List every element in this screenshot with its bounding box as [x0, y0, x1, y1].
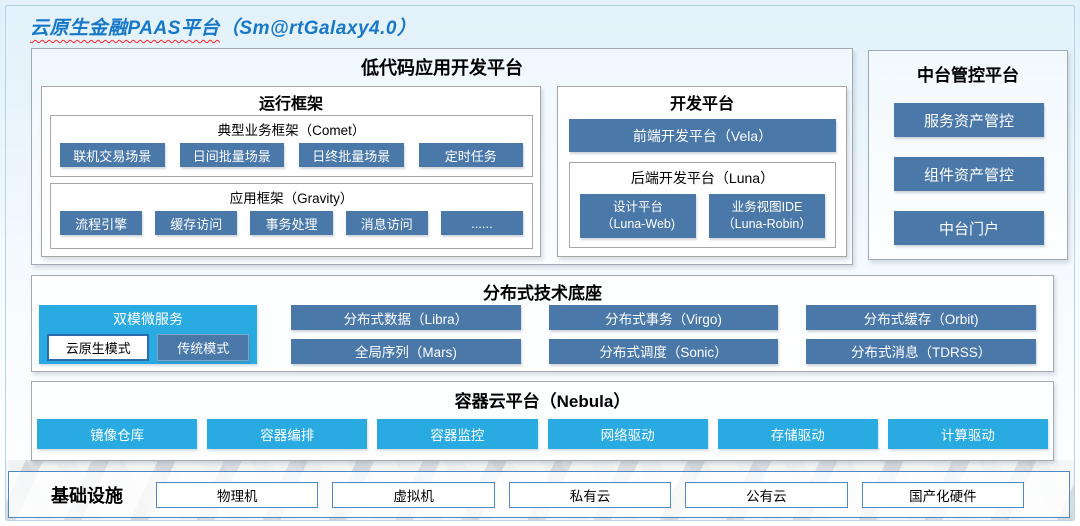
distributed-base-box: 分布式技术底座 双模微服务 云原生模式 传统模式 分布式数据（Libra） 分布… — [31, 275, 1054, 372]
node-cloud-native-mode: 云原生模式 — [47, 334, 150, 361]
luna-items-row: 设计平台 （Luna-Web) 业务视图IDE （Luna-Robin） — [580, 194, 825, 238]
luna-web-line2: （Luna-Web) — [600, 217, 676, 231]
page-title-main: 云原生金融PAAS平台 — [30, 18, 220, 39]
luna-robin-line2: （Luna-Robin） — [722, 217, 812, 231]
runtime-framework-box: 运行框架 典型业务框架（Comet） 联机交易场景 日间批量场景 日终批量场景 … — [41, 86, 541, 257]
nebula-platform-box: 容器云平台（Nebula） 镜像仓库 容器编排 容器监控 网络驱动 存储驱动 计… — [31, 381, 1054, 461]
nebula-items-row: 镜像仓库 容器编排 容器监控 网络驱动 存储驱动 计算驱动 — [37, 419, 1049, 449]
node-cache-access: 缓存访问 — [155, 211, 238, 235]
node-compute-driver: 计算驱动 — [887, 419, 1049, 449]
node-virtual-machine: 虚拟机 — [332, 481, 495, 508]
node-distributed-cache-orbit: 分布式缓存（Orbit) — [806, 305, 1036, 330]
node-physical-machine: 物理机 — [156, 481, 319, 508]
distributed-items-grid: 分布式数据（Libra） 分布式事务（Virgo) 分布式缓存（Orbit) 全… — [291, 305, 1036, 364]
lowcode-platform-box: 低代码应用开发平台 运行框架 典型业务框架（Comet） 联机交易场景 日间批量… — [31, 48, 853, 265]
node-domestic-hardware: 国产化硬件 — [861, 481, 1025, 508]
dual-mode-microservice-box: 双模微服务 云原生模式 传统模式 — [39, 305, 257, 364]
dev-platform-title: 开发平台 — [669, 96, 734, 113]
node-container-monitoring: 容器监控 — [377, 419, 538, 449]
node-container-orchestration: 容器编排 — [207, 419, 368, 449]
node-scheduled-task: 定时任务 — [418, 143, 523, 167]
node-vela-frontend-platform: 前端开发平台（Vela） — [569, 119, 836, 152]
node-daytime-batch: 日间批量场景 — [179, 143, 284, 167]
node-luna-robin-business-view-ide: 业务视图IDE （Luna-Robin） — [709, 194, 825, 238]
node-component-asset-management: 组件资产管控 — [894, 157, 1044, 191]
node-ellipsis: ...... — [440, 211, 524, 235]
node-global-sequence-mars: 全局序列（Mars) — [291, 338, 521, 364]
node-private-cloud: 私有云 — [508, 481, 672, 508]
comet-items-row: 联机交易场景 日间批量场景 日终批量场景 定时任务 — [60, 143, 523, 167]
node-distributed-transaction-virgo: 分布式事务（Virgo) — [548, 305, 779, 330]
luna-robin-line1: 业务视图IDE — [731, 200, 803, 215]
node-distributed-data-libra: 分布式数据（Libra） — [291, 305, 521, 330]
node-image-registry: 镜像仓库 — [37, 419, 198, 449]
gravity-framework-box: 应用框架（Gravity） 流程引擎 缓存访问 事务处理 消息访问 ...... — [50, 183, 533, 249]
node-service-asset-management: 服务资产管控 — [894, 103, 1044, 137]
dual-mode-row: 云原生模式 传统模式 — [47, 334, 249, 361]
node-distributed-message-tdrss: 分布式消息（TDRSS） — [806, 338, 1036, 364]
comet-framework-box: 典型业务框架（Comet） 联机交易场景 日间批量场景 日终批量场景 定时任务 — [50, 115, 533, 177]
node-process-engine: 流程引擎 — [60, 211, 143, 235]
infrastructure-items-row: 物理机 虚拟机 私有云 公有云 国产化硬件 — [156, 481, 1025, 508]
node-traditional-mode: 传统模式 — [157, 334, 249, 361]
lowcode-platform-title: 低代码应用开发平台 — [361, 58, 523, 78]
node-public-cloud: 公有云 — [685, 481, 848, 508]
distributed-content: 双模微服务 云原生模式 传统模式 分布式数据（Libra） 分布式事务（Virg… — [39, 305, 1036, 364]
dev-platform-box: 开发平台 前端开发平台（Vela） 后端开发平台（Luna） 设计平台 （Lun… — [557, 86, 847, 257]
infrastructure-title: 基础设施 — [51, 485, 123, 506]
midplatform-box: 中台管控平台 服务资产管控 组件资产管控 中台门户 — [868, 50, 1068, 260]
runtime-framework-title: 运行框架 — [258, 96, 323, 113]
luna-backend-title: 后端开发平台（Luna） — [630, 170, 775, 186]
midplatform-title: 中台管控平台 — [917, 66, 1019, 85]
node-midplatform-portal: 中台门户 — [894, 211, 1044, 245]
gravity-framework-title: 应用框架（Gravity） — [229, 191, 354, 206]
page-title: 云原生金融PAAS平台（Sm@rtGalaxy4.0） — [30, 13, 416, 40]
page-title-suffix: （Sm@rtGalaxy4.0） — [219, 18, 417, 39]
node-eod-batch: 日终批量场景 — [299, 143, 404, 167]
dual-mode-title: 双模微服务 — [113, 311, 183, 327]
node-network-driver: 网络驱动 — [547, 419, 708, 449]
luna-backend-box: 后端开发平台（Luna） 设计平台 （Luna-Web) 业务视图IDE （Lu… — [569, 162, 836, 248]
luna-web-line1: 设计平台 — [612, 200, 663, 215]
gravity-items-row: 流程引擎 缓存访问 事务处理 消息访问 ...... — [60, 211, 524, 235]
node-online-transaction: 联机交易场景 — [60, 143, 165, 167]
node-transaction-processing: 事务处理 — [250, 211, 333, 235]
infrastructure-box: 基础设施 物理机 虚拟机 私有云 公有云 国产化硬件 — [8, 471, 1070, 518]
node-storage-driver: 存储驱动 — [717, 419, 878, 449]
node-luna-web-design-platform: 设计平台 （Luna-Web) — [580, 194, 696, 238]
node-distributed-scheduling-sonic: 分布式调度（Sonic） — [548, 338, 779, 364]
distributed-base-title: 分布式技术底座 — [483, 284, 602, 303]
comet-framework-title: 典型业务框架（Comet） — [217, 123, 366, 138]
node-message-access: 消息访问 — [345, 211, 428, 235]
nebula-platform-title: 容器云平台（Nebula） — [454, 392, 631, 411]
